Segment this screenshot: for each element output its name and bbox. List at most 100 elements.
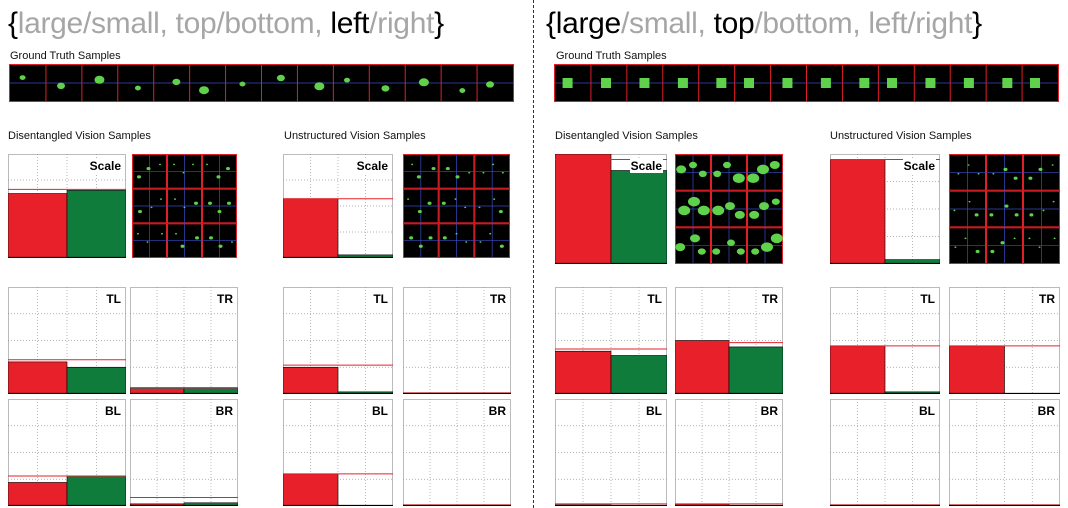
left-unstructured-tl-panel: TL (283, 287, 393, 394)
sample-blob (442, 236, 447, 240)
red-bar (675, 340, 730, 394)
sample-blob (992, 173, 995, 175)
tl-label: TL (919, 292, 936, 306)
sample-blob (208, 201, 212, 205)
sample-blob (231, 241, 233, 243)
right-title-part: { (546, 7, 556, 40)
sample-blob (418, 244, 423, 248)
sample-blob (159, 163, 161, 166)
right-title-part: } (972, 7, 982, 40)
sample-blob (486, 81, 495, 88)
left-title-part: /right (369, 7, 435, 40)
sample-blob (968, 200, 971, 203)
sample-blob (964, 237, 967, 240)
sample-blob (1053, 237, 1056, 240)
sample-blob (218, 244, 223, 248)
sample-blob (697, 205, 710, 216)
right-unstructured-br-panel: BR (949, 399, 1060, 506)
right-disentangled-sample-grid (675, 154, 783, 265)
sample-blob (1028, 237, 1031, 240)
tl-label: TL (372, 292, 389, 306)
sample-blob (1051, 164, 1054, 166)
sample-blob (782, 78, 793, 88)
scale-label: Scale (902, 159, 936, 173)
sample-blob (174, 198, 176, 200)
sample-blob (887, 78, 898, 88)
sample-blob (967, 164, 970, 166)
section-divider (533, 0, 534, 508)
left-ground-truth-strip (9, 64, 514, 102)
sample-blob (226, 166, 230, 171)
sample-blob (977, 173, 980, 175)
left-title-part: large/small, top/bottom, (17, 7, 331, 40)
sample-blob (407, 198, 410, 200)
sample-blob (134, 85, 141, 91)
sample-blob (1013, 176, 1018, 180)
left-unstructured-bl-panel: BL (283, 399, 393, 506)
sample-blob (975, 249, 980, 254)
sample-blob (771, 198, 780, 205)
sample-blob (465, 241, 468, 243)
sample-blob (427, 201, 432, 205)
sample-blob (690, 234, 700, 243)
left-title-part: left (330, 7, 370, 40)
left-disentangled-br-panel: BR (130, 399, 238, 506)
right-unstructured-bl-panel: BL (830, 399, 940, 506)
sample-blob (501, 171, 504, 174)
sample-blob (749, 210, 760, 219)
sample-blob (747, 173, 760, 183)
sample-blob (180, 244, 185, 248)
tl-label: TL (646, 292, 663, 306)
red-bar (830, 159, 886, 264)
red-bar (555, 350, 612, 394)
sample-blob (698, 170, 707, 177)
sample-blob (175, 232, 177, 235)
sample-blob (172, 78, 181, 86)
left-disentangled-tl-panel: TL (8, 287, 126, 394)
tl-label: TL (105, 292, 122, 306)
sample-blob (173, 163, 175, 166)
sample-blob (736, 248, 745, 255)
sample-blob (954, 246, 957, 248)
right-title-part: large (555, 7, 622, 40)
sample-blob (757, 164, 769, 175)
green-bar (610, 170, 667, 264)
green-bar (183, 388, 238, 394)
left-title-part: { (8, 7, 18, 40)
sample-blob (146, 166, 151, 171)
sample-blob (441, 201, 446, 205)
sample-blob (195, 236, 199, 240)
sample-blob (464, 206, 467, 209)
sample-blob (1003, 167, 1008, 171)
sample-blob (1013, 237, 1016, 240)
sample-blob (751, 248, 760, 255)
sample-blob (727, 239, 735, 246)
left-unstructured-tr-panel: TR (403, 287, 511, 394)
sample-blob (137, 232, 139, 235)
sample-blob (199, 86, 210, 95)
sample-blob (492, 163, 495, 166)
right-title-part: /bottom, left/right (754, 7, 973, 40)
sample-blob (689, 161, 697, 169)
sample-blob (769, 161, 780, 169)
sample-blob (688, 196, 700, 207)
right-ground-truth-strip (554, 64, 1059, 102)
right-unstructured-scale-panel: Scale (830, 154, 940, 264)
left-disentangled-bl-panel: BL (8, 399, 126, 506)
sample-blob (428, 236, 433, 240)
right-disentangled-br-panel: BR (675, 399, 783, 506)
red-bar (283, 473, 339, 506)
sample-blob (697, 248, 706, 255)
sample-blob (454, 198, 457, 200)
right-title: {large/small, top/bottom, left/right} (546, 6, 982, 42)
sample-blob (639, 78, 650, 88)
right-unstructured-tl-panel: TL (830, 287, 940, 394)
sample-blob (161, 232, 163, 235)
sample-blob (1004, 204, 1009, 208)
sample-blob (562, 78, 573, 88)
right-disentangled-label: Disentangled Vision Samples (555, 130, 698, 142)
red-bar (830, 345, 886, 394)
sample-blob (146, 241, 149, 243)
red-bar (8, 193, 68, 258)
red-bar (283, 198, 339, 258)
